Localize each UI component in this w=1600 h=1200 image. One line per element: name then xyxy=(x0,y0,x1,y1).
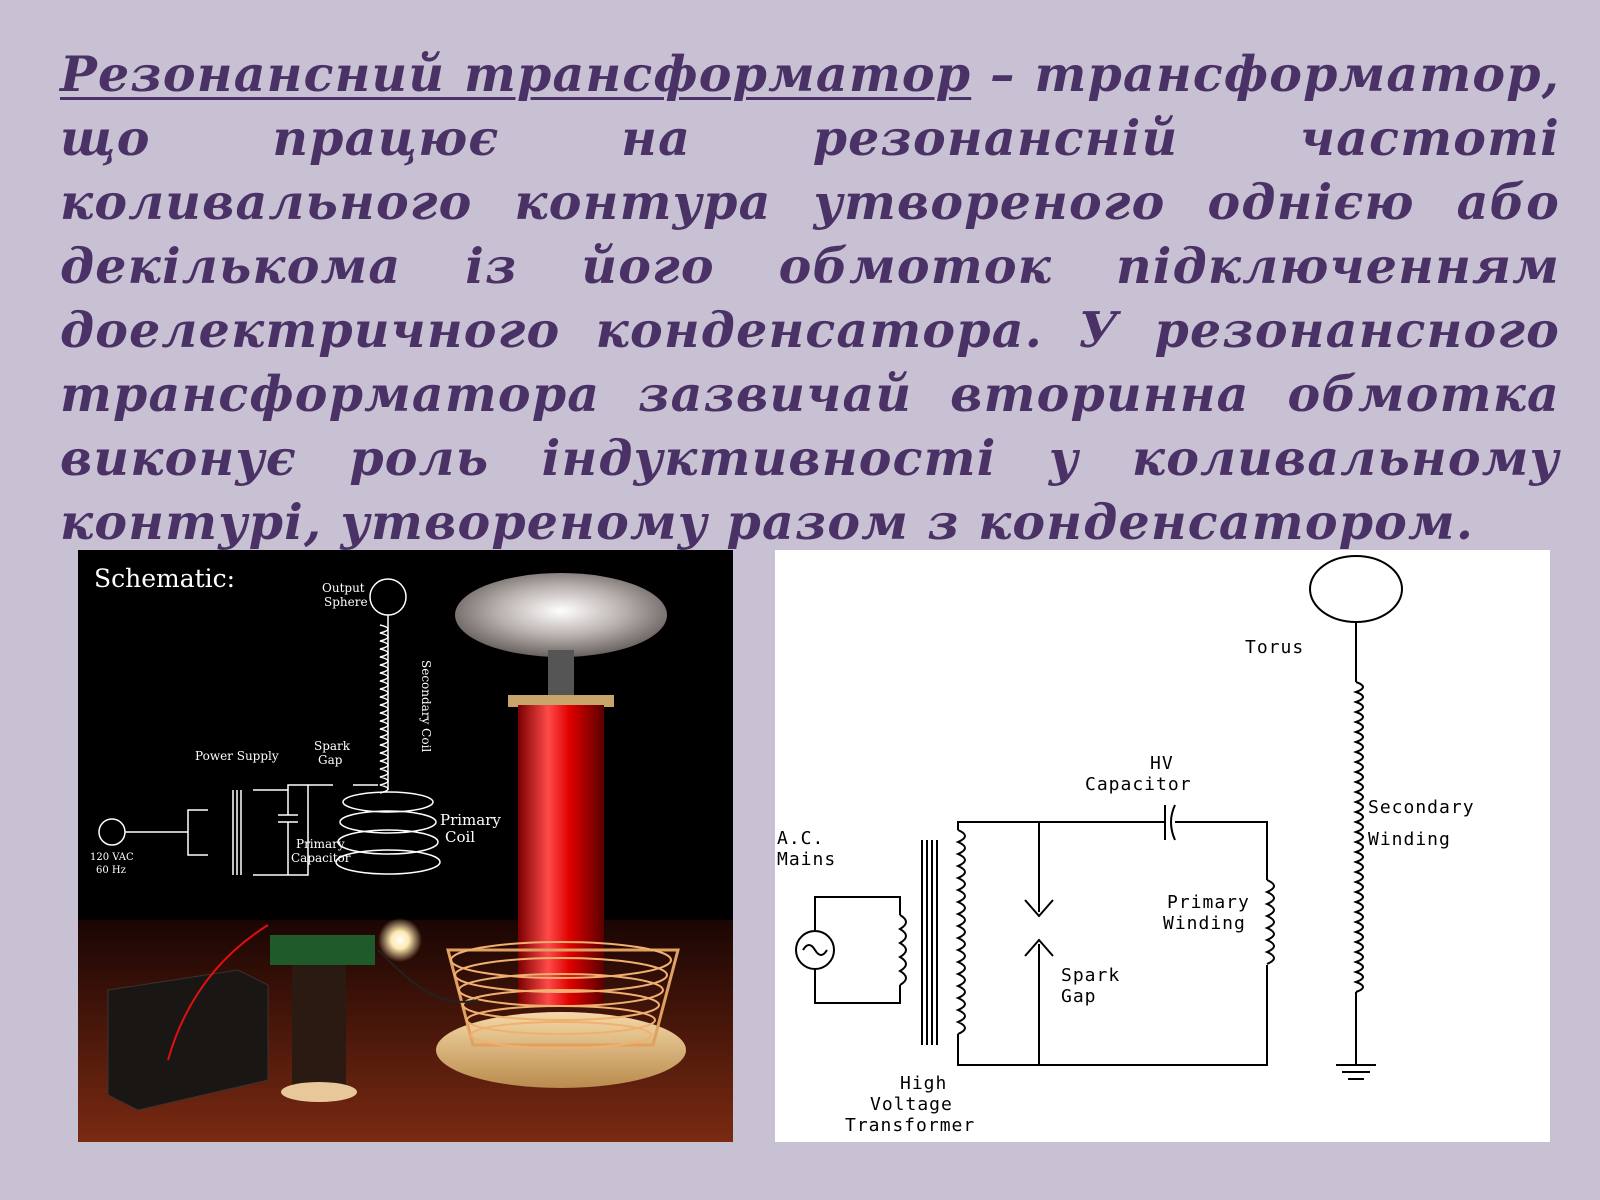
output-sphere-label-2: Sphere xyxy=(324,595,368,609)
term-heading: Резонансний трансформатор xyxy=(60,45,972,103)
primary-winding-label-1: Primary xyxy=(1167,892,1250,913)
torus-label: Torus xyxy=(1245,637,1304,658)
schematic-title: Schematic: xyxy=(94,564,235,593)
tesla-coil-schematic: Torus HV Capacitor A.C. Mains Secondary … xyxy=(775,550,1550,1142)
spark-gap-lower xyxy=(1024,938,1054,1065)
capacitor-base xyxy=(281,1082,357,1102)
secondary-winding-symbol xyxy=(1353,681,1364,993)
output-sphere-label-1: Output xyxy=(322,581,365,595)
primary-winding-symbol xyxy=(1264,879,1275,965)
mains-label-1: 120 VAC xyxy=(90,852,134,863)
primary-capacitor-label-2: Capacitor xyxy=(291,851,351,865)
transformer-label-2: Voltage xyxy=(870,1094,953,1115)
primary-coil-label-2: Coil xyxy=(445,828,475,846)
tube-cap xyxy=(508,695,614,707)
mains-label-2: Mains xyxy=(777,849,836,870)
hv-capacitor-label-1: HV xyxy=(1150,753,1174,774)
torus-symbol xyxy=(1309,555,1403,623)
primary-winding-label-2: Winding xyxy=(1163,913,1246,934)
primary-coil-frame xyxy=(446,948,680,1047)
tesla-coil-illustration: Schematic: Output Sphere Secondary Coil … xyxy=(78,550,733,1142)
red-wire xyxy=(167,924,269,1061)
definition-text: – трансформатор, що працює на резонансні… xyxy=(60,45,1560,551)
transformer-label-1: High xyxy=(900,1073,947,1094)
transformer-core xyxy=(921,840,938,1045)
primary-capacitor-label-1: Primary xyxy=(296,837,345,851)
hv-secondary-coil xyxy=(955,829,966,1035)
spark-gap-label-1: Spark xyxy=(1061,965,1120,986)
primary-coil-turns xyxy=(450,941,672,1049)
transformer-label-3: Transformer xyxy=(845,1115,975,1136)
mains-label-1: A.C. xyxy=(777,828,824,849)
spark-gap-label-2: Gap xyxy=(318,753,343,767)
overlay-schematic-labels: Output Sphere Secondary Coil Spark Gap P… xyxy=(90,581,501,876)
circuit-diagram: Torus HV Capacitor A.C. Mains Secondary … xyxy=(777,555,1475,1136)
secondary-tube xyxy=(518,705,604,1005)
spark-gap-label-2: Gap xyxy=(1061,986,1097,1007)
slide-text: Резонансний трансформатор – трансформато… xyxy=(60,42,1560,554)
secondary-winding-label-2: Winding xyxy=(1368,829,1451,850)
tesla-coil-photo: Schematic: Output Sphere Secondary Coil … xyxy=(78,550,733,1142)
coil-neck xyxy=(548,650,574,700)
torus-top xyxy=(455,573,667,657)
power-supply-label: Power Supply xyxy=(195,749,279,763)
spark-glow xyxy=(378,918,422,962)
power-supply-box xyxy=(107,969,269,1111)
hv-capacitor-label-2: Capacitor xyxy=(1085,774,1192,795)
black-wire xyxy=(377,949,479,1003)
mains-label-2: 60 Hz xyxy=(96,865,126,876)
secondary-coil-label: Secondary Coil xyxy=(419,660,433,752)
overlay-schematic-lines xyxy=(98,578,441,876)
coil-base xyxy=(436,1012,686,1088)
spark-gap-holder xyxy=(270,935,375,965)
circuit-labels: Torus HV Capacitor A.C. Mains Secondary … xyxy=(777,637,1475,1136)
hv-capacitor-symbol xyxy=(1164,804,1176,841)
spark-gap-label-1: Spark xyxy=(314,739,351,753)
spark-gap-upper xyxy=(1024,822,1054,918)
ground-symbol xyxy=(1336,992,1376,1080)
primary-coil-label-1: Primary xyxy=(440,811,501,829)
circuit-lines xyxy=(795,555,1403,1080)
hv-primary-coil xyxy=(898,914,907,986)
secondary-winding-label-1: Secondary xyxy=(1368,797,1475,818)
capacitor-body xyxy=(292,960,346,1090)
